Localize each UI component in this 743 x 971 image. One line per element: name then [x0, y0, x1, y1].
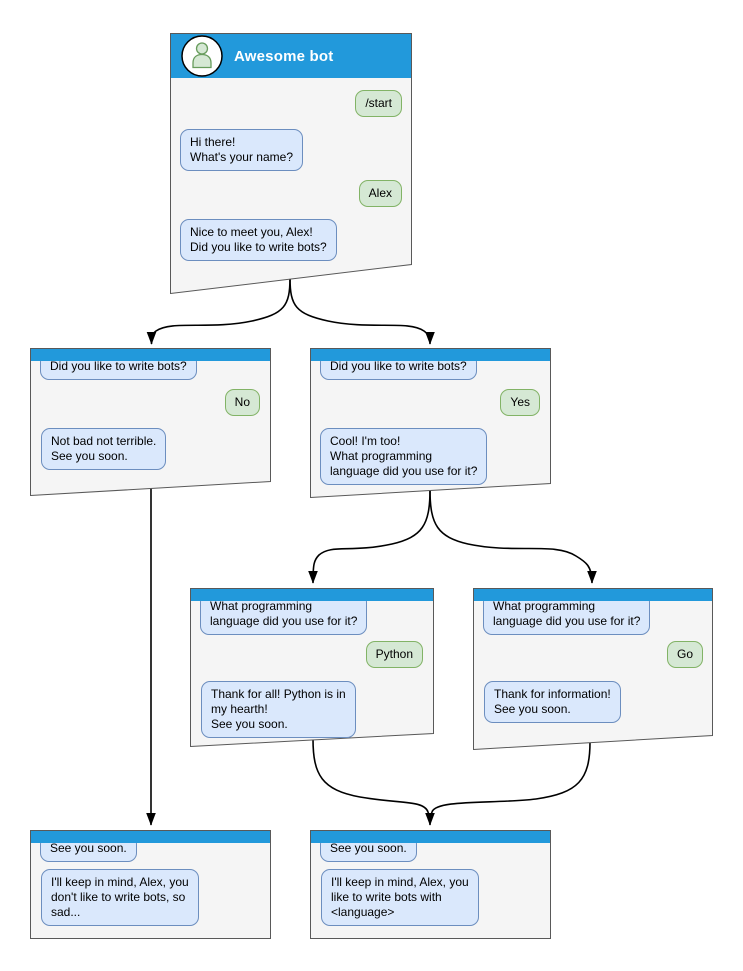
- chat-window-python: What programming language did you use fo…: [190, 588, 434, 747]
- user-message: /start: [355, 90, 402, 117]
- chat-header: [31, 349, 270, 361]
- bot-message: I'll keep in mind, Alex, you like to wri…: [321, 869, 479, 926]
- chat-window-end-yes: See you soon. I'll keep in mind, Alex, y…: [310, 830, 551, 939]
- user-message: Python: [365, 641, 423, 668]
- bot-message: Hi there! What's your name?: [180, 129, 304, 171]
- chat-header: [311, 831, 550, 843]
- bot-name: Awesome bot: [234, 47, 334, 65]
- chat-header: [31, 831, 270, 843]
- chat-window-no: Did you like to write bots? No Not bad n…: [30, 348, 271, 496]
- chat-window-go: What programming language did you use fo…: [473, 588, 713, 750]
- bot-message: Not bad not terrible. See you soon.: [41, 428, 167, 470]
- bot-message: I'll keep in mind, Alex, you don't like …: [41, 869, 199, 926]
- chat-window-start: Awesome bot /start Hi there! What's your…: [170, 33, 412, 294]
- chat-header: Awesome bot: [171, 34, 411, 78]
- bot-message: Cool! I'm too! What programming language…: [320, 428, 488, 485]
- user-message: No: [224, 389, 260, 416]
- edge-python-endyes: [312, 738, 435, 826]
- user-message: Yes: [500, 389, 540, 416]
- person-icon: [181, 35, 223, 77]
- edge-yes-go: [429, 489, 597, 584]
- chat-window-end-no: See you soon. I'll keep in mind, Alex, y…: [30, 830, 271, 939]
- edge-go-endyes: [429, 741, 591, 822]
- bot-message: Nice to meet you, Alex! Did you like to …: [180, 219, 337, 261]
- user-message: Alex: [358, 180, 402, 207]
- chat-window-yes: Did you like to write bots? Yes Cool! I'…: [310, 348, 551, 498]
- chat-header: [474, 589, 712, 601]
- chat-header: [311, 349, 550, 361]
- user-message: Go: [666, 641, 703, 668]
- bot-message: Thank for information! See you soon.: [484, 681, 621, 723]
- chat-header: [191, 589, 433, 601]
- bot-message: Thank for all! Python is in my hearth! S…: [201, 681, 356, 738]
- edge-yes-python: [308, 489, 431, 584]
